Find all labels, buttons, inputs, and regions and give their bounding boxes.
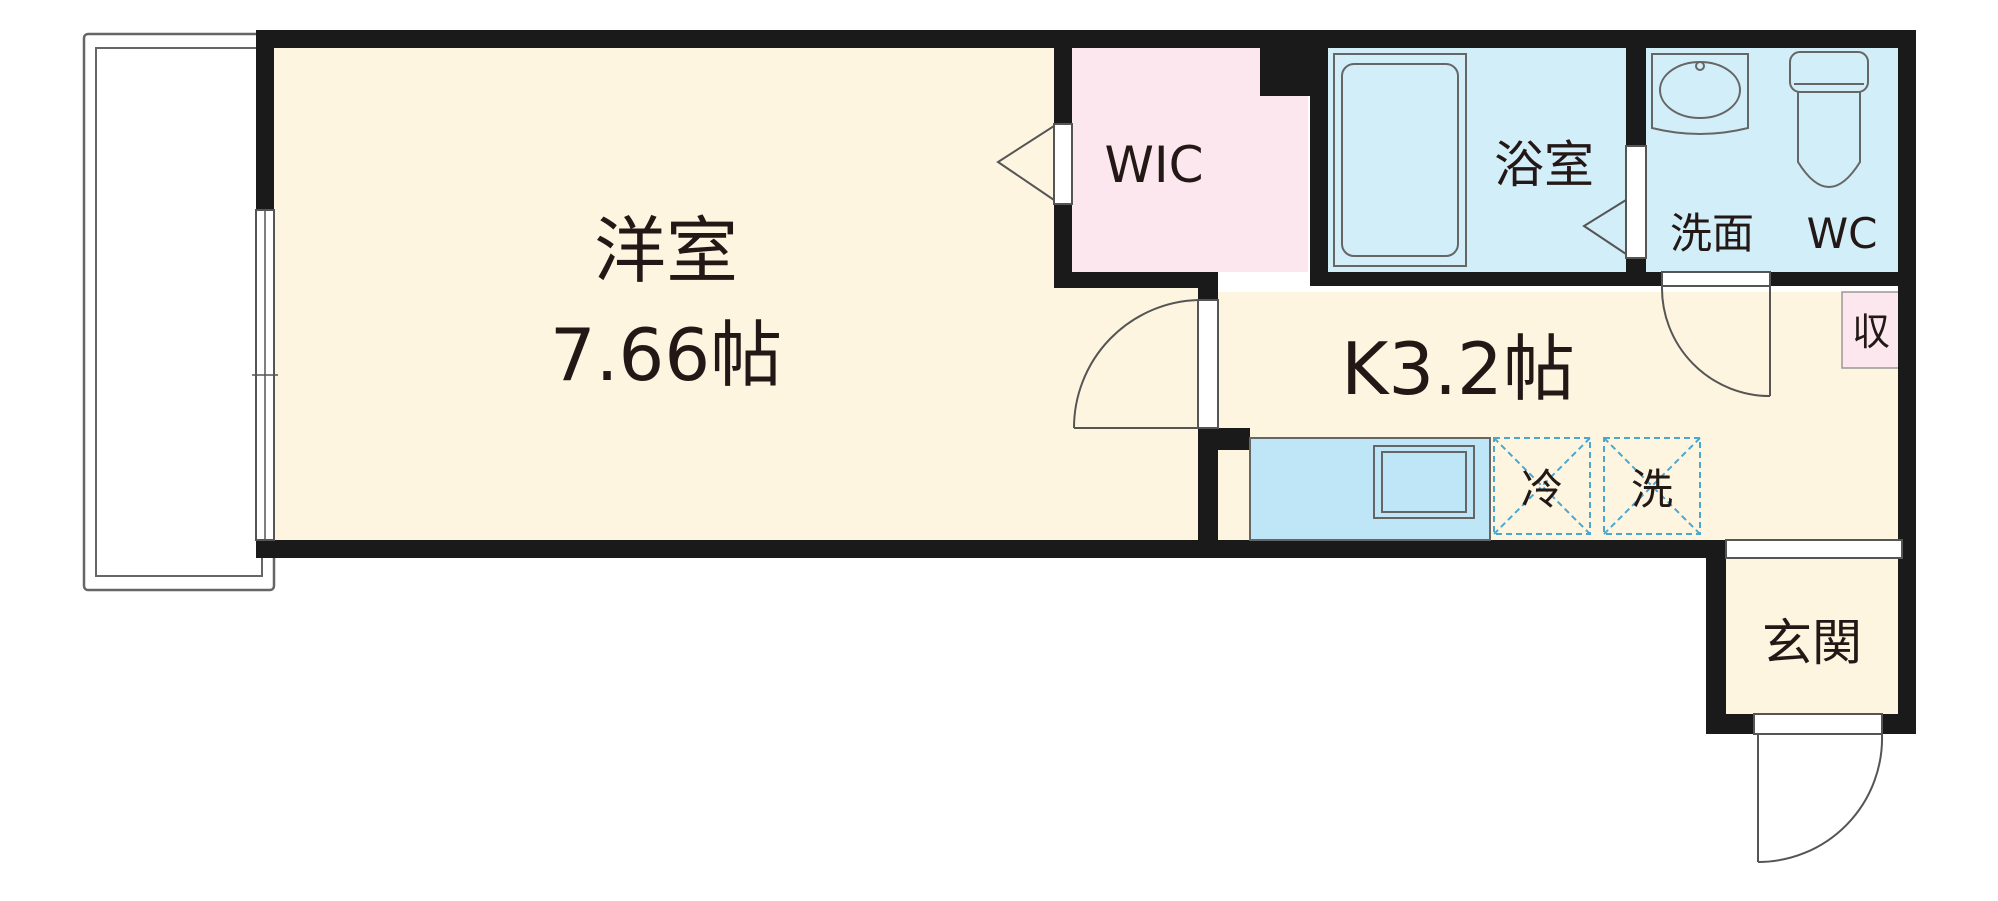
swing-door-icon [1582,145,1647,259]
wash-basin-icon [1651,53,1749,135]
entrance-label: 玄関 [1762,614,1862,672]
western-room-area: 7.66帖 [550,313,782,397]
balcony-icon [82,32,276,592]
bath-room [1328,48,1626,272]
western-room [270,48,1198,544]
entrance-opening [1725,539,1903,559]
wic-label: WIC [1104,136,1203,194]
toilet-icon [1789,51,1869,188]
fridge-label: 冷 [1521,465,1563,514]
storage-label: 収 [1852,310,1890,354]
washer-label: 洗 [1631,465,1673,514]
swing-door-icon [1753,713,1884,863]
bath-label: 浴室 [1494,136,1594,194]
swing-door-icon [1073,299,1219,429]
wc-label: WC [1807,209,1878,258]
washroom-label: 洗面 [1670,209,1754,258]
bathtub-icon [1333,53,1467,267]
fridge-space [1493,437,1591,535]
sink-icon [1249,437,1491,541]
window-icon [252,209,278,541]
entrance-room [1722,544,1902,714]
swing-door-icon [1660,271,1771,397]
walls [256,30,1916,734]
kitchen-label: K3.2帖 [1341,327,1575,411]
western-room-name: 洋室 [594,209,738,293]
washer-space [1603,437,1701,535]
swing-door-icon [996,123,1073,205]
